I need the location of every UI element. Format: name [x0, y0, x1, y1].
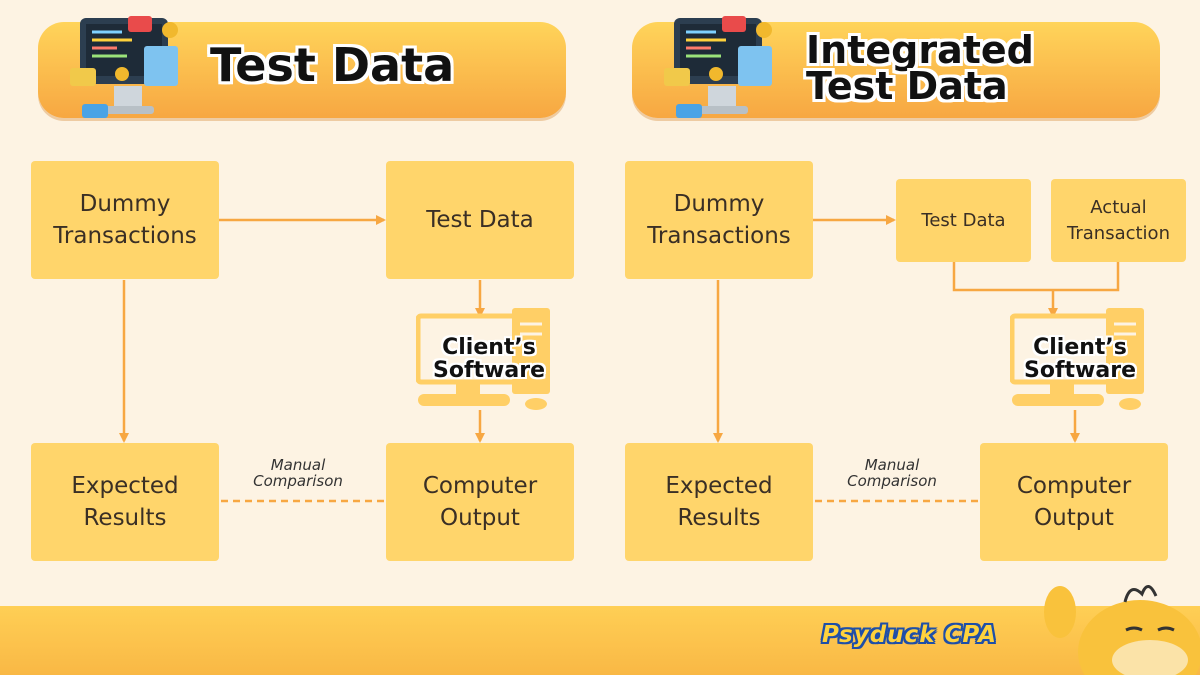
computer-output-box-left: Computer Output — [386, 443, 574, 561]
brand-logo: Psyduck CPA — [822, 622, 997, 648]
test-data-label: Test Data — [426, 206, 534, 233]
computer-output-label: Computer Output — [1016, 472, 1132, 531]
expected-results-label: Expected Results — [71, 472, 179, 531]
dummy-transactions-label: Dummy Transactions — [53, 190, 197, 249]
test-data-box-right: Test Data — [896, 179, 1031, 262]
banner-title-left: Test Data — [210, 38, 455, 92]
test-data-label: Test Data — [921, 209, 1006, 231]
dummy-transactions-box-left: Dummy Transactions — [31, 161, 219, 279]
expected-results-box-left: Expected Results — [31, 443, 219, 561]
merge-lines-right — [952, 262, 1120, 292]
banner-title-right: Integrated Test Data — [806, 28, 1034, 109]
clients-software-label-right: Client’s Software — [1024, 335, 1136, 384]
clients-software-label-left: Client’s Software — [433, 335, 545, 384]
test-data-box-left: Test Data — [386, 161, 574, 279]
actual-transaction-box-right: Actual Transaction — [1051, 179, 1186, 262]
manual-comparison-label-left: Manual Comparison — [253, 456, 343, 490]
dummy-transactions-box-right: Dummy Transactions — [625, 161, 813, 279]
manual-comparison-label-right: Manual Comparison — [847, 456, 937, 490]
computer-output-box-right: Computer Output — [980, 443, 1168, 561]
computer-output-label: Computer Output — [422, 472, 538, 531]
footer-bar — [0, 606, 1200, 675]
coding-monitor-icon — [664, 16, 772, 118]
duck-mascot-icon — [1044, 585, 1200, 675]
coding-monitor-icon — [70, 16, 178, 118]
actual-transaction-label: Actual Transaction — [1067, 197, 1170, 244]
desktop-computer-icon — [1010, 308, 1144, 410]
expected-results-label: Expected Results — [665, 472, 773, 531]
desktop-computer-icon — [416, 308, 550, 410]
expected-results-box-right: Expected Results — [625, 443, 813, 561]
dummy-transactions-label: Dummy Transactions — [647, 190, 791, 249]
